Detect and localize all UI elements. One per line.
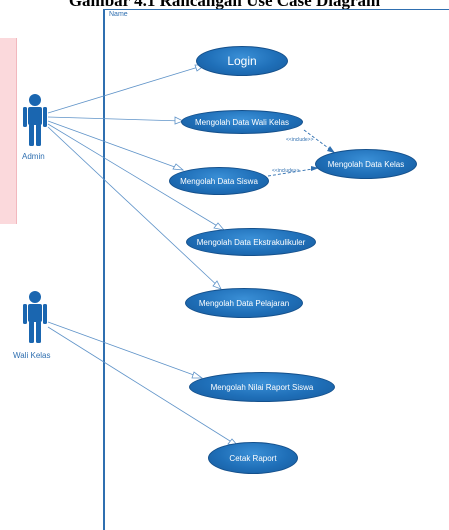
arrowhead-nilai-raport [191,371,204,379]
use-case-mengolah-data-wali-kelas: Mengolah Data Wali Kelas [181,110,303,134]
use-case-mengolah-data-kelas: Mengolah Data Kelas [315,149,417,179]
association-wali-nilai-raport [47,321,203,379]
include-label-wali-kelas: <<include>> [286,137,314,143]
side-band [0,38,17,224]
arrowhead-pelajaran [212,280,222,290]
actor-admin-icon [23,94,47,146]
use-case-cetak-raport: Cetak Raport [208,442,298,474]
include-label-siswa: <<include>> [272,168,300,174]
association-admin-pelajaran [47,126,222,290]
system-boundary-name: Name [109,11,128,18]
arrowhead-siswa [172,163,185,171]
association-admin-siswa [47,120,184,171]
association-admin-wali-kelas [47,116,184,122]
system-boundary-left-edge [103,9,105,530]
association-admin-login [47,64,206,114]
use-case-mengolah-data-ekstrakulikuler: Mengolah Data Ekstrakulikuler [186,228,316,256]
association-wali-cetak-raport [47,326,239,447]
actor-wali-kelas-icon [23,291,47,343]
actor-label-admin: Admin [22,152,45,161]
use-case-mengolah-data-siswa: Mengolah Data Siswa [169,167,269,195]
include-arrowhead-siswa [311,166,319,171]
arrowhead-wali-kelas [174,116,184,125]
diagram-heading: Gambar 4.1 Rancangan Use Case Diagram [68,0,381,10]
actor-label-wali-kelas: Wali Kelas [13,351,51,360]
system-boundary-top-edge [103,9,449,10]
include-line-siswa [267,167,320,177]
use-case-login: Login [196,46,288,76]
association-admin-ekstrakulikuler [47,123,225,231]
use-case-mengolah-data-pelajaran: Mengolah Data Pelajaran [185,288,303,318]
include-arrowhead-wali-kelas [327,146,335,153]
use-case-mengolah-nilai-raport-siswa: Mengolah Nilai Raport Siswa [189,372,335,402]
